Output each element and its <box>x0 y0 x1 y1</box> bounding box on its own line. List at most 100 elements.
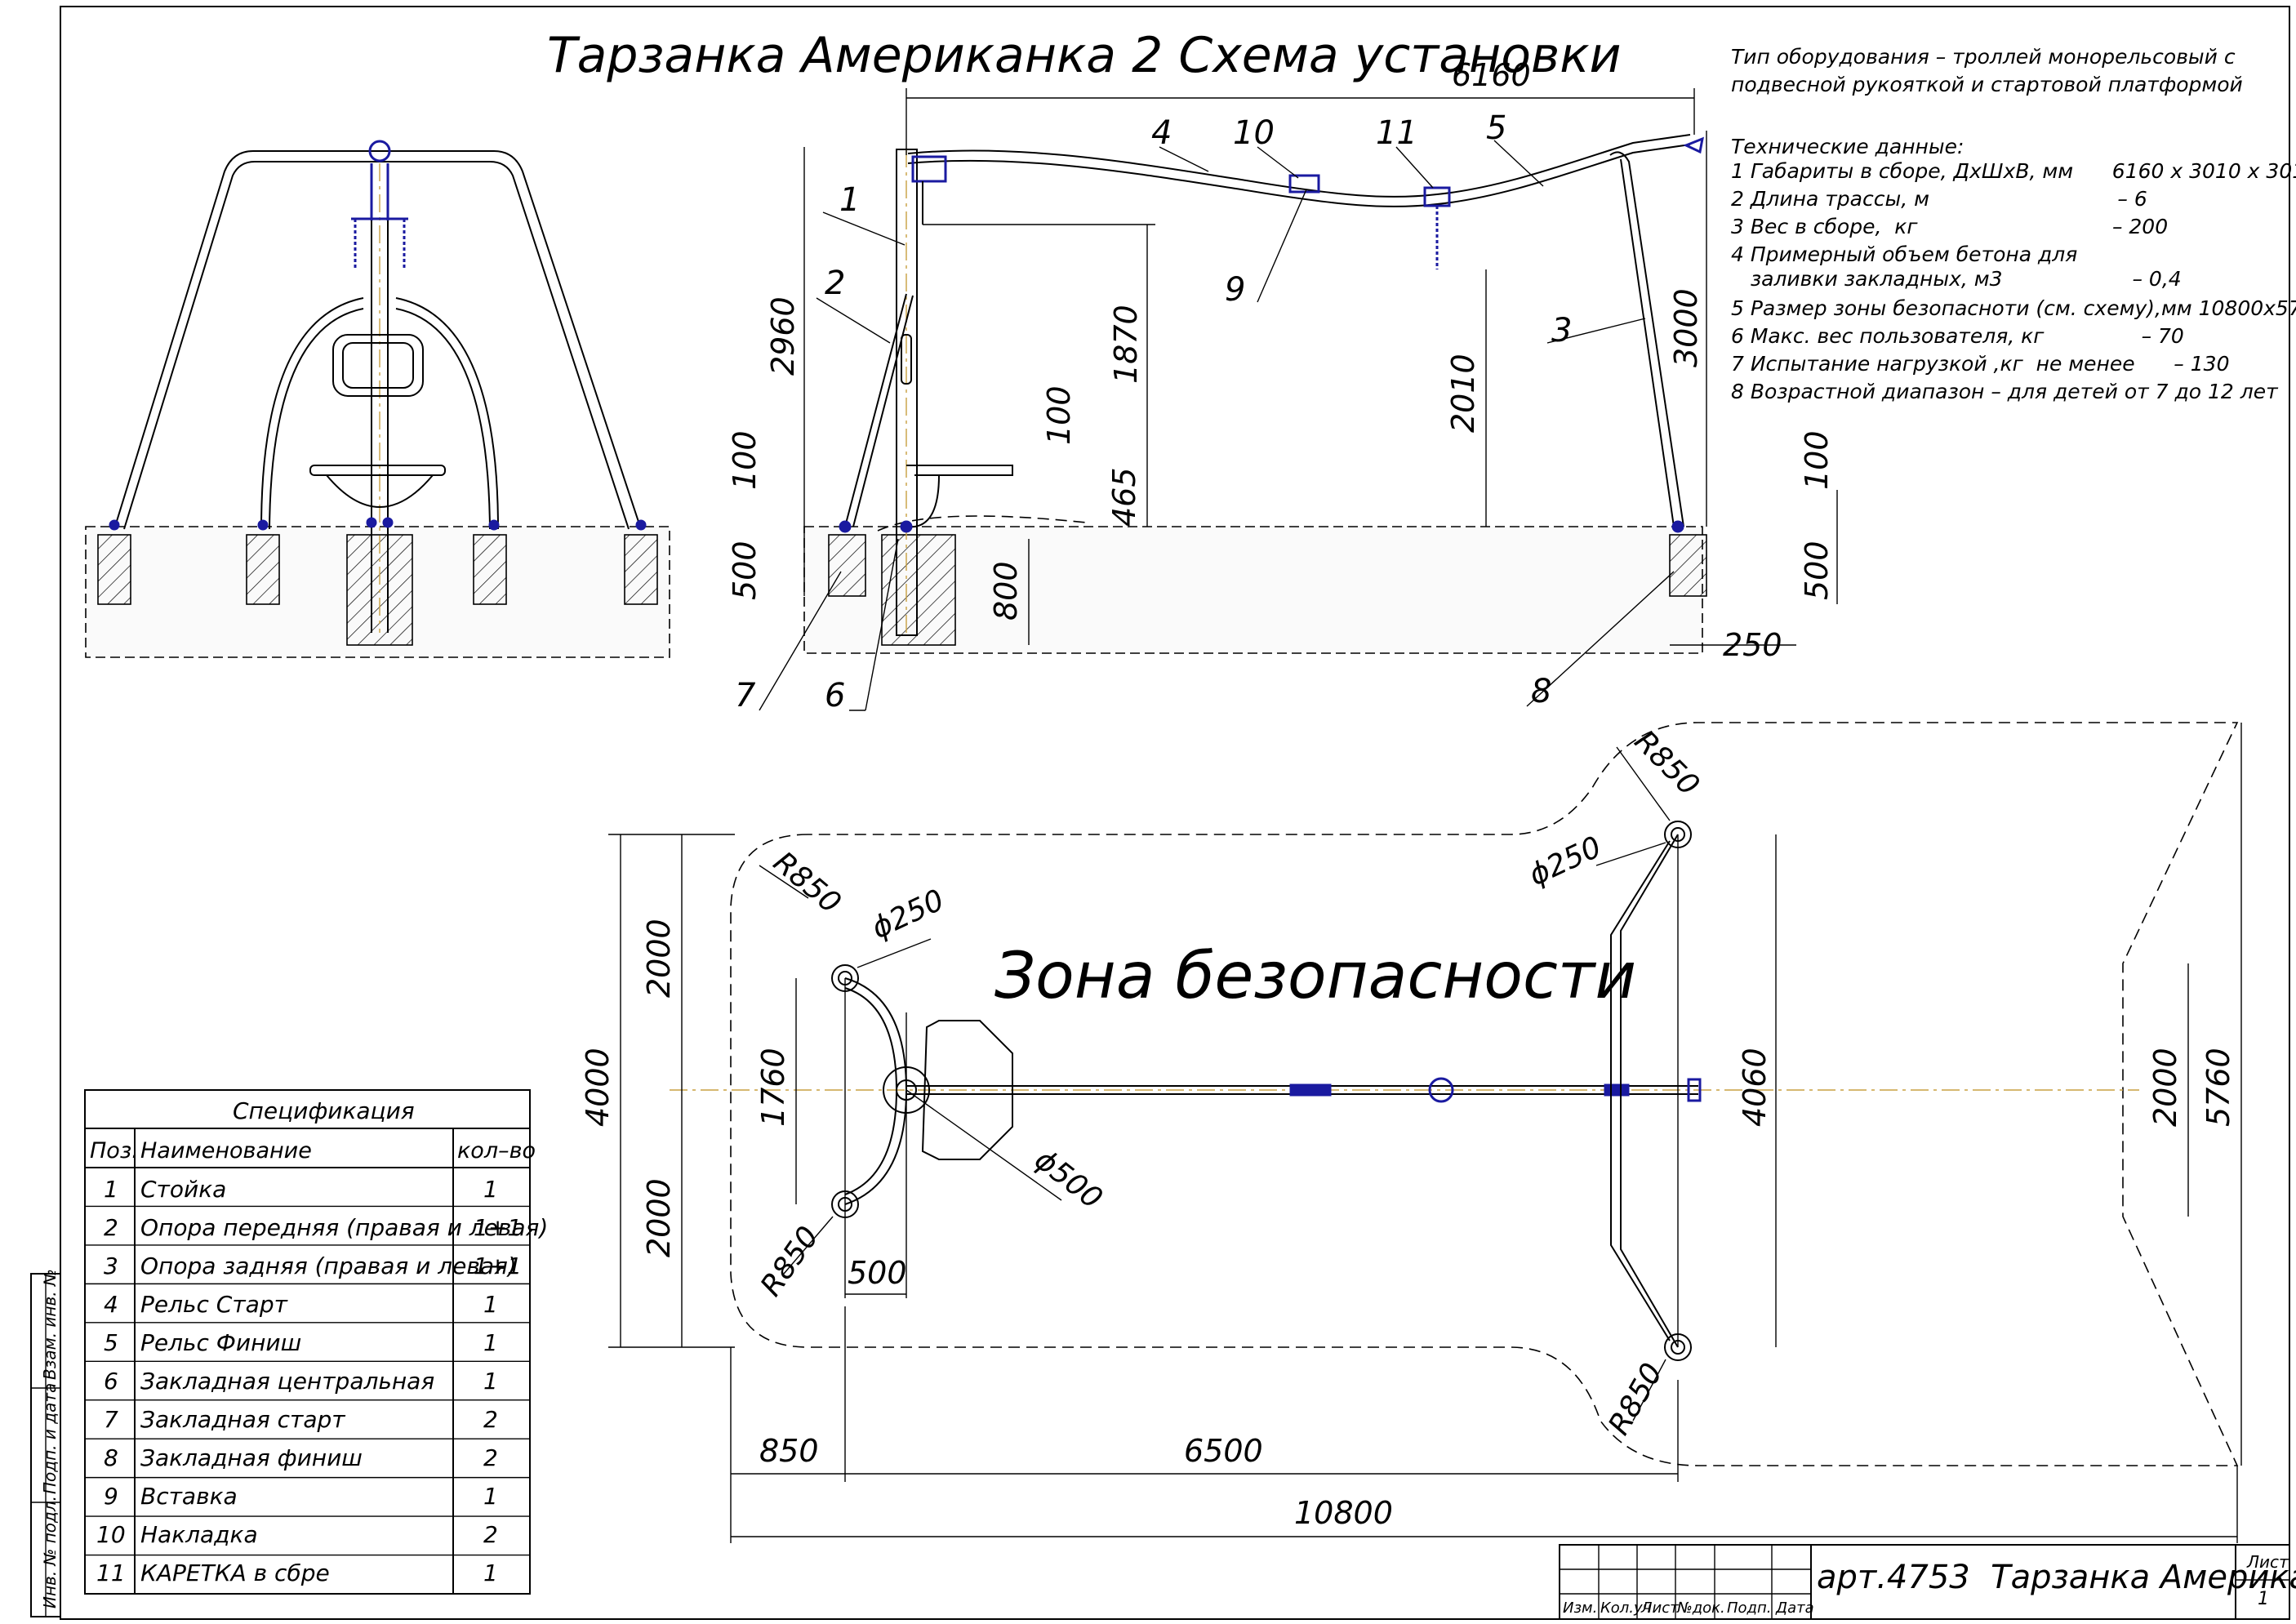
spec-pos: 3 <box>104 1252 118 1279</box>
spec-pos: 1 <box>104 1176 118 1203</box>
dim-1760: 1760 <box>755 1048 791 1127</box>
callout-2: 2 <box>825 265 845 302</box>
tech-line: 7 Испытание нагрузкой ,кг не менее – 130 <box>1731 352 2229 376</box>
safety-zone-label: Зона безопасности <box>994 940 1636 1013</box>
radius-r850-bottom-right: R850 <box>1602 1358 1669 1441</box>
spec-name: Опора передняя (правая и левая) <box>140 1214 548 1241</box>
dim-2000-right: 2000 <box>2147 1048 2183 1127</box>
tb-article-title: арт.4753 Тарзанка Американка 2 <box>1817 1559 2296 1596</box>
dim-4060: 4060 <box>1737 1048 1773 1127</box>
spec-pos: 4 <box>104 1291 118 1318</box>
spec-name: Вставка <box>140 1483 238 1510</box>
tb-col-sheet: Лист <box>1640 1600 1679 1617</box>
tech-line: 4 Примерный объем бетона для <box>1731 242 2077 266</box>
tech-line: 5 Размер зоны безопасноти (см. схему),мм… <box>1731 296 2296 320</box>
dim-500-side-left: 500 <box>727 541 763 600</box>
tech-line: 6 Макс. вес пользователя, кг – 70 <box>1731 324 2184 348</box>
safety-zone-plan: Зона безопасности <box>670 722 2239 1466</box>
stamp-sign-date: Подп. и дата <box>40 1383 60 1494</box>
spec-qty: 1+1 <box>474 1252 522 1279</box>
spec-name: Закладная центральная <box>140 1368 434 1395</box>
spec-name: Рельс Финиш <box>140 1329 301 1356</box>
spec-header-qty: кол–во <box>457 1138 536 1163</box>
tb-sheet-number: 1 <box>2258 1589 2269 1609</box>
spec-pos: 2 <box>104 1214 118 1241</box>
side-view <box>803 134 1707 654</box>
spec-qty: 1 <box>483 1483 498 1510</box>
diameter-phi500: ϕ500 <box>1028 1143 1108 1216</box>
spec-title: Спецификация <box>233 1097 415 1124</box>
spec-pos: 11 <box>96 1559 126 1586</box>
spec-pos: 9 <box>104 1483 118 1510</box>
tb-col-count: Кол.уч <box>1600 1600 1651 1617</box>
spec-qty: 2 <box>483 1406 498 1433</box>
drawing-title: Тарзанка Американка 2 Схема установки <box>547 27 1622 84</box>
dim-5760: 5760 <box>2200 1048 2236 1127</box>
stamp-orig-inv: Инв. № подл. <box>40 1496 60 1608</box>
callout-7: 7 <box>735 677 756 714</box>
dim-2000-lower: 2000 <box>641 1178 677 1257</box>
technical-data: Технические данные: 1 Габариты в сборе, … <box>1731 135 2296 403</box>
dim-2000-upper: 2000 <box>641 919 677 998</box>
tb-col-sign: Подп. <box>1727 1600 1771 1617</box>
tech-line: 3 Вес в сборе, кг – 200 <box>1731 215 2168 238</box>
tb-col-change: Изм. <box>1563 1600 1597 1617</box>
callout-10: 10 <box>1233 114 1275 152</box>
equipment-type-line-1: Тип оборудования – троллей монорельсовый… <box>1731 45 2236 69</box>
spec-name: Рельс Старт <box>140 1291 288 1318</box>
spec-header-name: Наименование <box>140 1138 312 1163</box>
spec-name: Накладка <box>140 1521 258 1548</box>
callout-6: 6 <box>825 677 845 714</box>
spec-name: Стойка <box>140 1176 226 1203</box>
spec-pos: 8 <box>104 1444 118 1471</box>
callout-9: 9 <box>1225 271 1245 309</box>
callout-8: 8 <box>1531 673 1551 710</box>
tb-sheet-label: Лист <box>2246 1552 2289 1572</box>
dim-500-side-right: 500 <box>1799 541 1835 600</box>
radius-r850-top-right: R850 <box>1628 724 1706 802</box>
spec-qty: 2 <box>483 1444 498 1471</box>
safety-zone-outline <box>730 722 2239 1466</box>
dim-800: 800 <box>988 561 1024 621</box>
dim-850: 850 <box>759 1433 819 1469</box>
callout-4: 4 <box>1151 114 1172 152</box>
callout-11: 11 <box>1376 114 1417 152</box>
dim-10800: 10800 <box>1294 1495 1393 1531</box>
title-block: Изм. Кол.уч Лист №док. Подп. Дата арт.47… <box>1559 1544 2296 1620</box>
spec-pos: 10 <box>96 1521 126 1548</box>
spec-name: Закладная финиш <box>140 1444 363 1471</box>
spec-name: Опора задняя (правая и левая) <box>140 1252 517 1279</box>
spec-qty: 2 <box>483 1521 498 1548</box>
tech-line: 2 Длина трассы, м – 6 <box>1731 187 2147 211</box>
callout-5: 5 <box>1486 109 1506 147</box>
dim-250: 250 <box>1723 627 1782 663</box>
tech-header: Технические данные: <box>1731 135 1964 158</box>
dim-465: 465 <box>1106 467 1142 527</box>
radius-r850-bottom-left: R850 <box>754 1221 825 1302</box>
dim-100-mid: 100 <box>1041 385 1077 445</box>
tech-line: 1 Габариты в сборе, ДхШхВ, мм 6160 х 301… <box>1731 159 2296 183</box>
equipment-type-line-2: подвесной рукояткой и стартовой платформ… <box>1731 73 2243 96</box>
tb-col-date: Дата <box>1775 1600 1814 1617</box>
dim-2960: 2960 <box>765 296 801 376</box>
spec-qty: 1+1 <box>474 1214 522 1241</box>
tech-line: 8 Возрастной диапазон – для детей от 7 д… <box>1731 380 2279 403</box>
dim-6500: 6500 <box>1184 1433 1263 1469</box>
diameter-phi250-right: ϕ250 <box>1524 830 1606 892</box>
dim-6160: 6160 <box>1452 57 1531 93</box>
tech-line: заливки закладных, м3 – 0,4 <box>1731 267 2182 291</box>
callout-1: 1 <box>839 181 860 219</box>
dim-2010: 2010 <box>1445 354 1481 433</box>
spec-qty: 1 <box>483 1559 498 1586</box>
tb-col-doc: №док. <box>1676 1600 1725 1617</box>
front-carriage <box>109 140 647 531</box>
dim-1870: 1870 <box>1108 305 1144 384</box>
spec-qty: 1 <box>483 1329 498 1356</box>
spec-qty: 1 <box>483 1176 498 1203</box>
spec-qty: 1 <box>483 1368 498 1395</box>
radius-r850-top-left: R850 <box>767 845 847 920</box>
dim-3000: 3000 <box>1668 288 1704 367</box>
sheet-frame <box>60 6 2290 1620</box>
dim-100-side-left: 100 <box>727 430 763 490</box>
